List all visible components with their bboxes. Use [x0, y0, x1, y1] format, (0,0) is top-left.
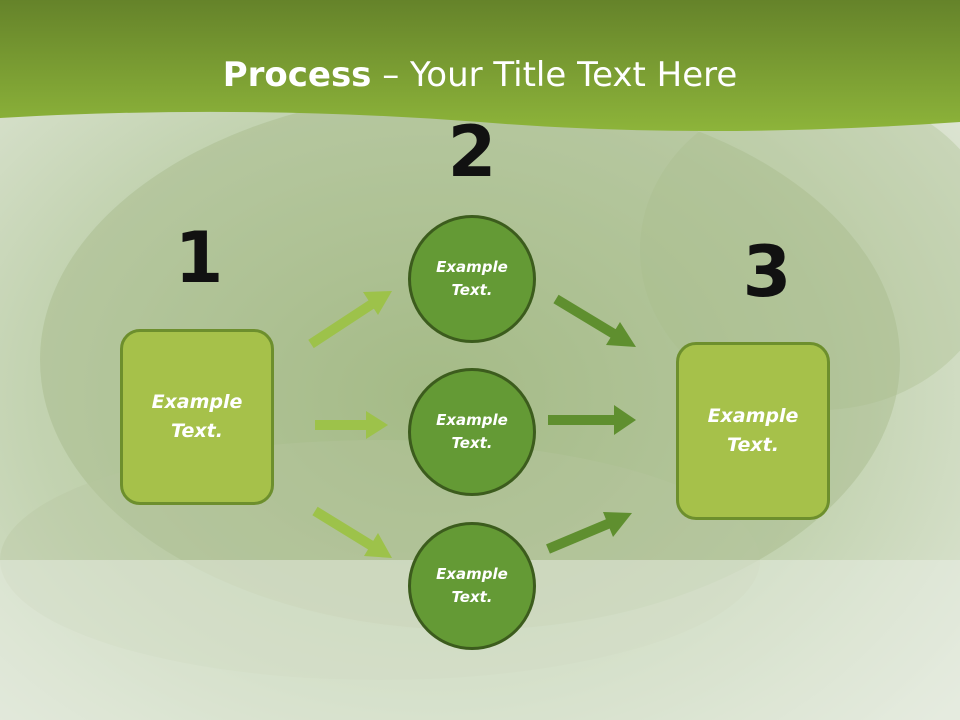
- process-circle-top-text: Example Text.: [436, 258, 508, 299]
- step-number-2: 2: [447, 111, 497, 193]
- arrow-left-to-bottom: [312, 506, 392, 558]
- process-box-left: Example Text.: [120, 329, 274, 505]
- arrow-left-to-top: [308, 291, 392, 349]
- arrow-middle-to-right: [548, 405, 636, 435]
- process-circle-top: Example Text.: [408, 215, 536, 343]
- step-number-1: 1: [174, 217, 224, 299]
- process-box-left-text: Example Text.: [151, 391, 243, 442]
- process-circle-bottom: Example Text.: [408, 522, 536, 650]
- process-circle-bottom-text: Example Text.: [436, 565, 508, 606]
- process-box-right-text: Example Text.: [707, 405, 799, 456]
- slide-title: Process – Your Title Text Here: [0, 52, 960, 98]
- title-rest: – Your Title Text Here: [371, 55, 738, 95]
- arrow-left-to-middle: [315, 411, 388, 439]
- arrow-top-to-right: [553, 294, 636, 347]
- process-box-right: Example Text.: [676, 342, 830, 520]
- title-bold: Process: [222, 55, 372, 95]
- process-circle-middle-text: Example Text.: [436, 411, 508, 452]
- step-number-3: 3: [742, 231, 792, 313]
- arrow-bottom-to-right: [546, 512, 632, 554]
- process-circle-middle: Example Text.: [408, 368, 536, 496]
